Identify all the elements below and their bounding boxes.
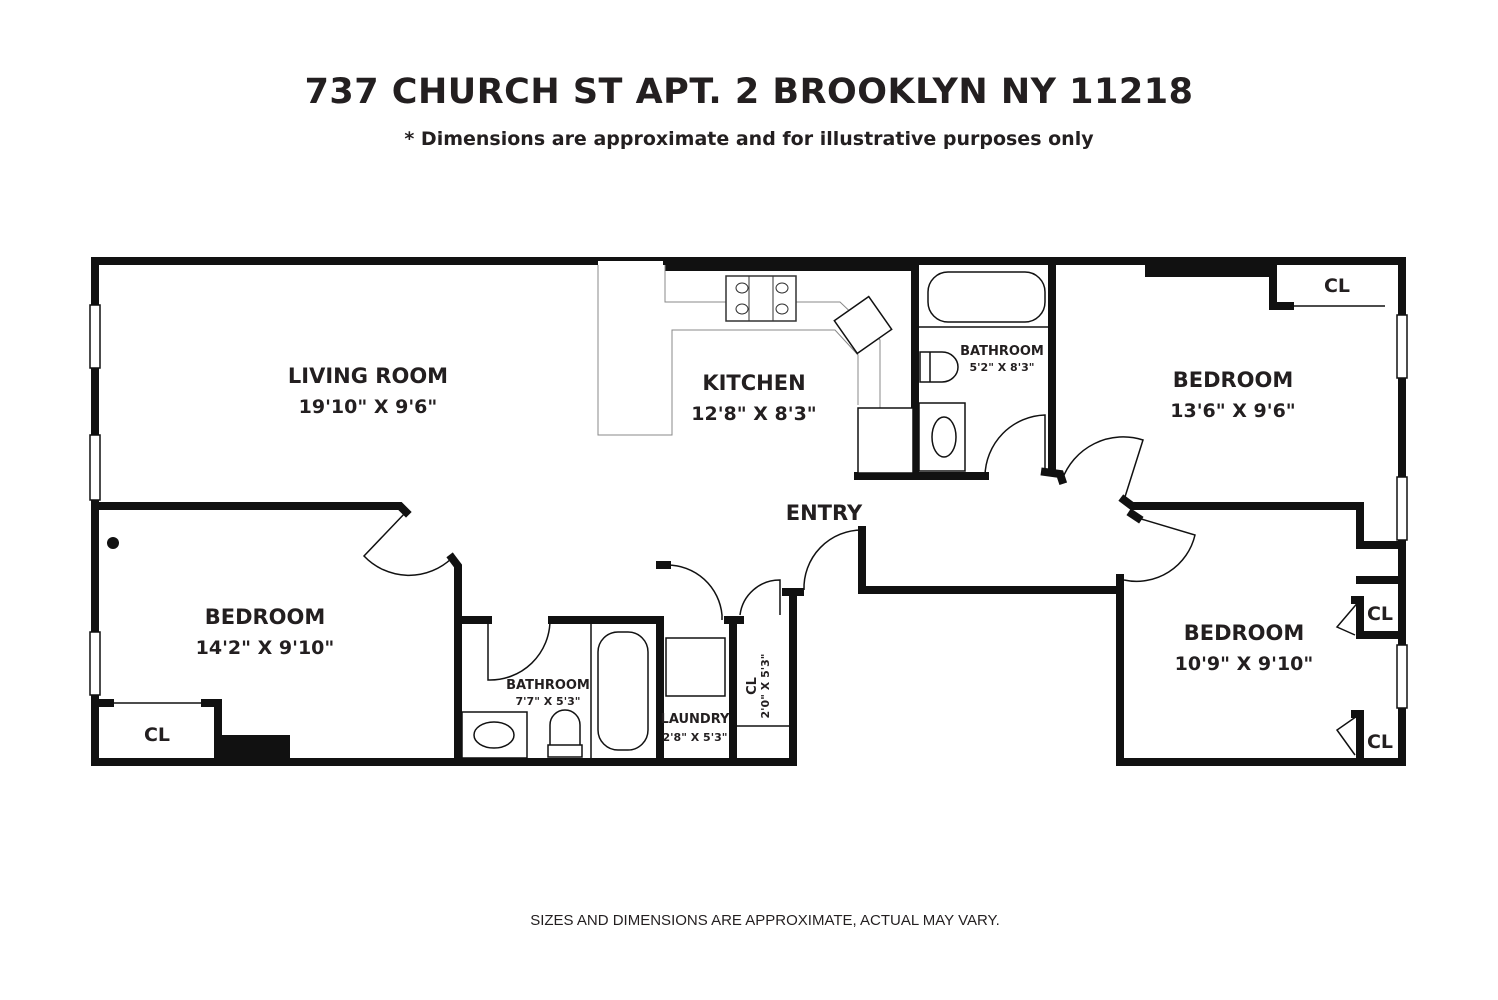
bedroom-top-right-name: BEDROOM bbox=[1173, 368, 1294, 392]
sink-icon bbox=[931, 416, 957, 458]
closet-hall-name: CL bbox=[745, 677, 760, 695]
living-room-size: 19'10" X 9'6" bbox=[299, 396, 438, 418]
living-room-name: LIVING ROOM bbox=[288, 364, 448, 388]
closet-label: CL bbox=[1367, 603, 1393, 625]
entry-name: ENTRY bbox=[786, 501, 863, 525]
bedroom-bottom-right-size: 10'9" X 9'10" bbox=[1175, 653, 1314, 675]
closet-label: CL bbox=[1367, 731, 1393, 753]
washer-icon bbox=[665, 637, 726, 697]
kitchen-size: 12'8" X 8'3" bbox=[691, 403, 816, 425]
kitchen-sink-icon bbox=[833, 295, 893, 355]
bedroom-top-right-size: 13'6" X 9'6" bbox=[1170, 400, 1295, 422]
bathtub-icon bbox=[927, 271, 1046, 323]
bedroom-bottom-right-name: BEDROOM bbox=[1184, 621, 1305, 645]
closet-label: CL bbox=[1324, 275, 1350, 297]
fridge-icon bbox=[857, 407, 914, 474]
laundry-name: LAUNDRY bbox=[661, 712, 730, 727]
closet-label: CL bbox=[144, 724, 170, 746]
bathroom-top-size: 5'2" X 8'3" bbox=[970, 361, 1035, 374]
room-labels: LIVING ROOM 19'10" X 9'6" KITCHEN 12'8" … bbox=[144, 275, 1393, 753]
bathroom-bottom-size: 7'7" X 5'3" bbox=[516, 695, 581, 708]
plan-subtitle: * Dimensions are approximate and for ill… bbox=[404, 128, 1094, 150]
laundry-size: 2'8" X 5'3" bbox=[663, 731, 728, 744]
footer-note: SIZES AND DIMENSIONS ARE APPROXIMATE, AC… bbox=[530, 912, 1000, 929]
sink-icon bbox=[473, 721, 515, 749]
windows bbox=[89, 304, 1408, 709]
bathroom-top-name: BATHROOM bbox=[960, 344, 1044, 359]
closet-hall-size: 2'0" X 5'3" bbox=[759, 654, 772, 719]
kitchen-name: KITCHEN bbox=[702, 371, 805, 395]
fixtures bbox=[107, 265, 1385, 759]
toilet-icon bbox=[547, 709, 583, 758]
doors bbox=[362, 414, 1361, 756]
stove-icon bbox=[725, 275, 797, 322]
bathroom-bottom-name: BATHROOM bbox=[506, 678, 590, 693]
toilet-icon bbox=[919, 351, 959, 383]
bathtub-icon bbox=[597, 631, 649, 751]
bedroom-left-name: BEDROOM bbox=[205, 605, 326, 629]
bedroom-left-size: 14'2" X 9'10" bbox=[196, 637, 335, 659]
plan-title: 737 CHURCH ST APT. 2 BROOKLYN NY 11218 bbox=[304, 72, 1194, 112]
